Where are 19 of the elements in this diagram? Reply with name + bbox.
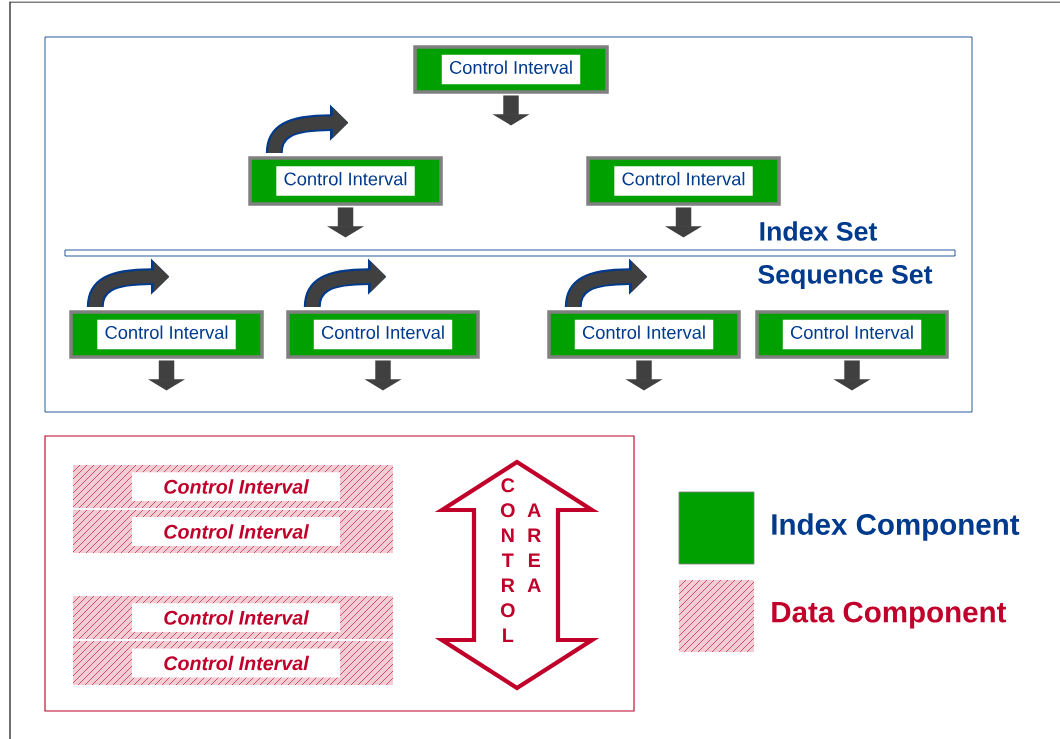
- node-label: Control Interval: [164, 610, 310, 625]
- node-label: Control Interval: [164, 479, 310, 494]
- control-interval-bar: Control Interval: [73, 510, 393, 553]
- control-interval-box: Control Interval: [413, 45, 609, 94]
- control-interval-box: Control Interval: [547, 310, 741, 359]
- control-interval-bar: Control Interval: [73, 465, 393, 508]
- node-label: Control Interval: [164, 655, 310, 671]
- control-interval-bar: Control Interval: [73, 596, 393, 639]
- control-interval-box: Control Interval: [586, 156, 781, 206]
- control-interval-box: Control Interval: [248, 156, 443, 206]
- section-label: Sequence Set: [758, 264, 933, 290]
- legend-label: Data Component: [772, 601, 1007, 629]
- control-interval-box: Control Interval: [755, 310, 949, 359]
- section-label: Index Set: [760, 221, 877, 241]
- control-interval-box: Control Interval: [69, 310, 264, 359]
- node-label: Control Interval: [164, 524, 310, 539]
- control-interval-box: Control Interval: [286, 310, 480, 359]
- control-interval-bar: Control Interval: [73, 641, 393, 685]
- legend-label: Index Component: [772, 513, 1020, 541]
